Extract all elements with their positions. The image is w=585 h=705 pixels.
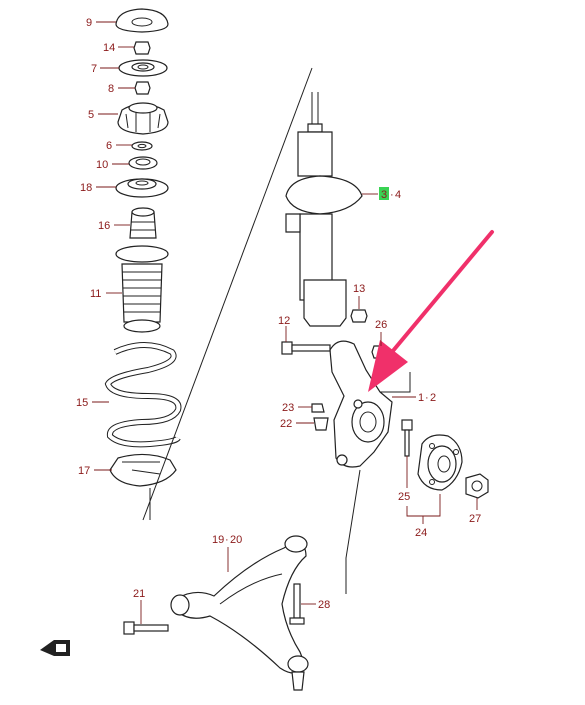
callout-25: 25 [398, 491, 410, 503]
callout-16: 16 [98, 220, 110, 232]
callout-9: 9 [86, 17, 92, 29]
part-bolt-28 [289, 583, 305, 625]
callout-8: 8 [108, 83, 114, 95]
part-coil-spring [104, 342, 182, 448]
part-washer-6 [131, 141, 153, 151]
callout-19: 19 [212, 534, 224, 546]
callout-12: 12 [278, 315, 290, 327]
part-spring-insulator [109, 453, 177, 487]
callout-separator-3-4: · [390, 189, 394, 201]
part-dust-cap [115, 8, 169, 33]
callout-27: 27 [469, 513, 481, 525]
part-lower-control-arm [170, 535, 309, 691]
callout-24: 24 [415, 527, 427, 539]
callout-7: 7 [91, 63, 97, 75]
callout-17: 17 [78, 465, 90, 477]
part-spring-seat-upper [115, 178, 169, 198]
callout-14: 14 [103, 42, 115, 54]
part-hub-nut [465, 473, 489, 499]
callout-20: 20 [230, 534, 242, 546]
part-bearing [128, 156, 158, 170]
highlight-badge [379, 187, 389, 200]
part-dust-boot [115, 245, 169, 333]
part-washer-7 [118, 59, 168, 77]
callout-separator-19-20: · [225, 534, 229, 546]
callout-23: 23 [282, 402, 294, 414]
part-nut-8 [134, 81, 151, 95]
callout-22: 22 [280, 418, 292, 430]
part-bump-stop [129, 207, 157, 239]
callout-26: 26 [375, 319, 387, 331]
part-sensor-bolt [311, 403, 325, 413]
part-strut-mount [117, 102, 169, 135]
callout-13: 13 [353, 283, 365, 295]
part-hub-bolt [401, 419, 413, 457]
assembly-lines [142, 67, 411, 594]
pink-pointer-arrow [368, 230, 494, 392]
part-nut-13 [350, 309, 368, 323]
callout-4: 4 [395, 189, 401, 201]
callout-2: 2 [430, 392, 436, 404]
callout-21: 21 [133, 588, 145, 600]
part-sensor-clip [313, 417, 329, 431]
callout-28: 28 [318, 599, 330, 611]
part-bolt-12 [281, 341, 331, 355]
front-direction-icon [40, 640, 70, 656]
callout-5: 5 [88, 109, 94, 121]
callout-6: 6 [106, 140, 112, 152]
part-wheel-hub [417, 434, 463, 491]
callout-11: 11 [90, 288, 101, 300]
part-steering-knuckle [329, 340, 393, 468]
part-bolt-21 [123, 621, 169, 635]
callout-15: 15 [76, 397, 88, 409]
callout-18: 18 [80, 182, 92, 194]
callout-1: 1 [418, 392, 424, 404]
part-nut-14 [133, 41, 151, 55]
callouts: 9 14 7 8 5 6 10 18 16 11 15 17 3 · 4 13 [76, 17, 481, 624]
callout-10: 10 [96, 159, 108, 171]
callout-3: 3 [381, 189, 387, 201]
callout-separator-1-2: · [425, 392, 429, 404]
part-strut-assembly [285, 92, 363, 327]
